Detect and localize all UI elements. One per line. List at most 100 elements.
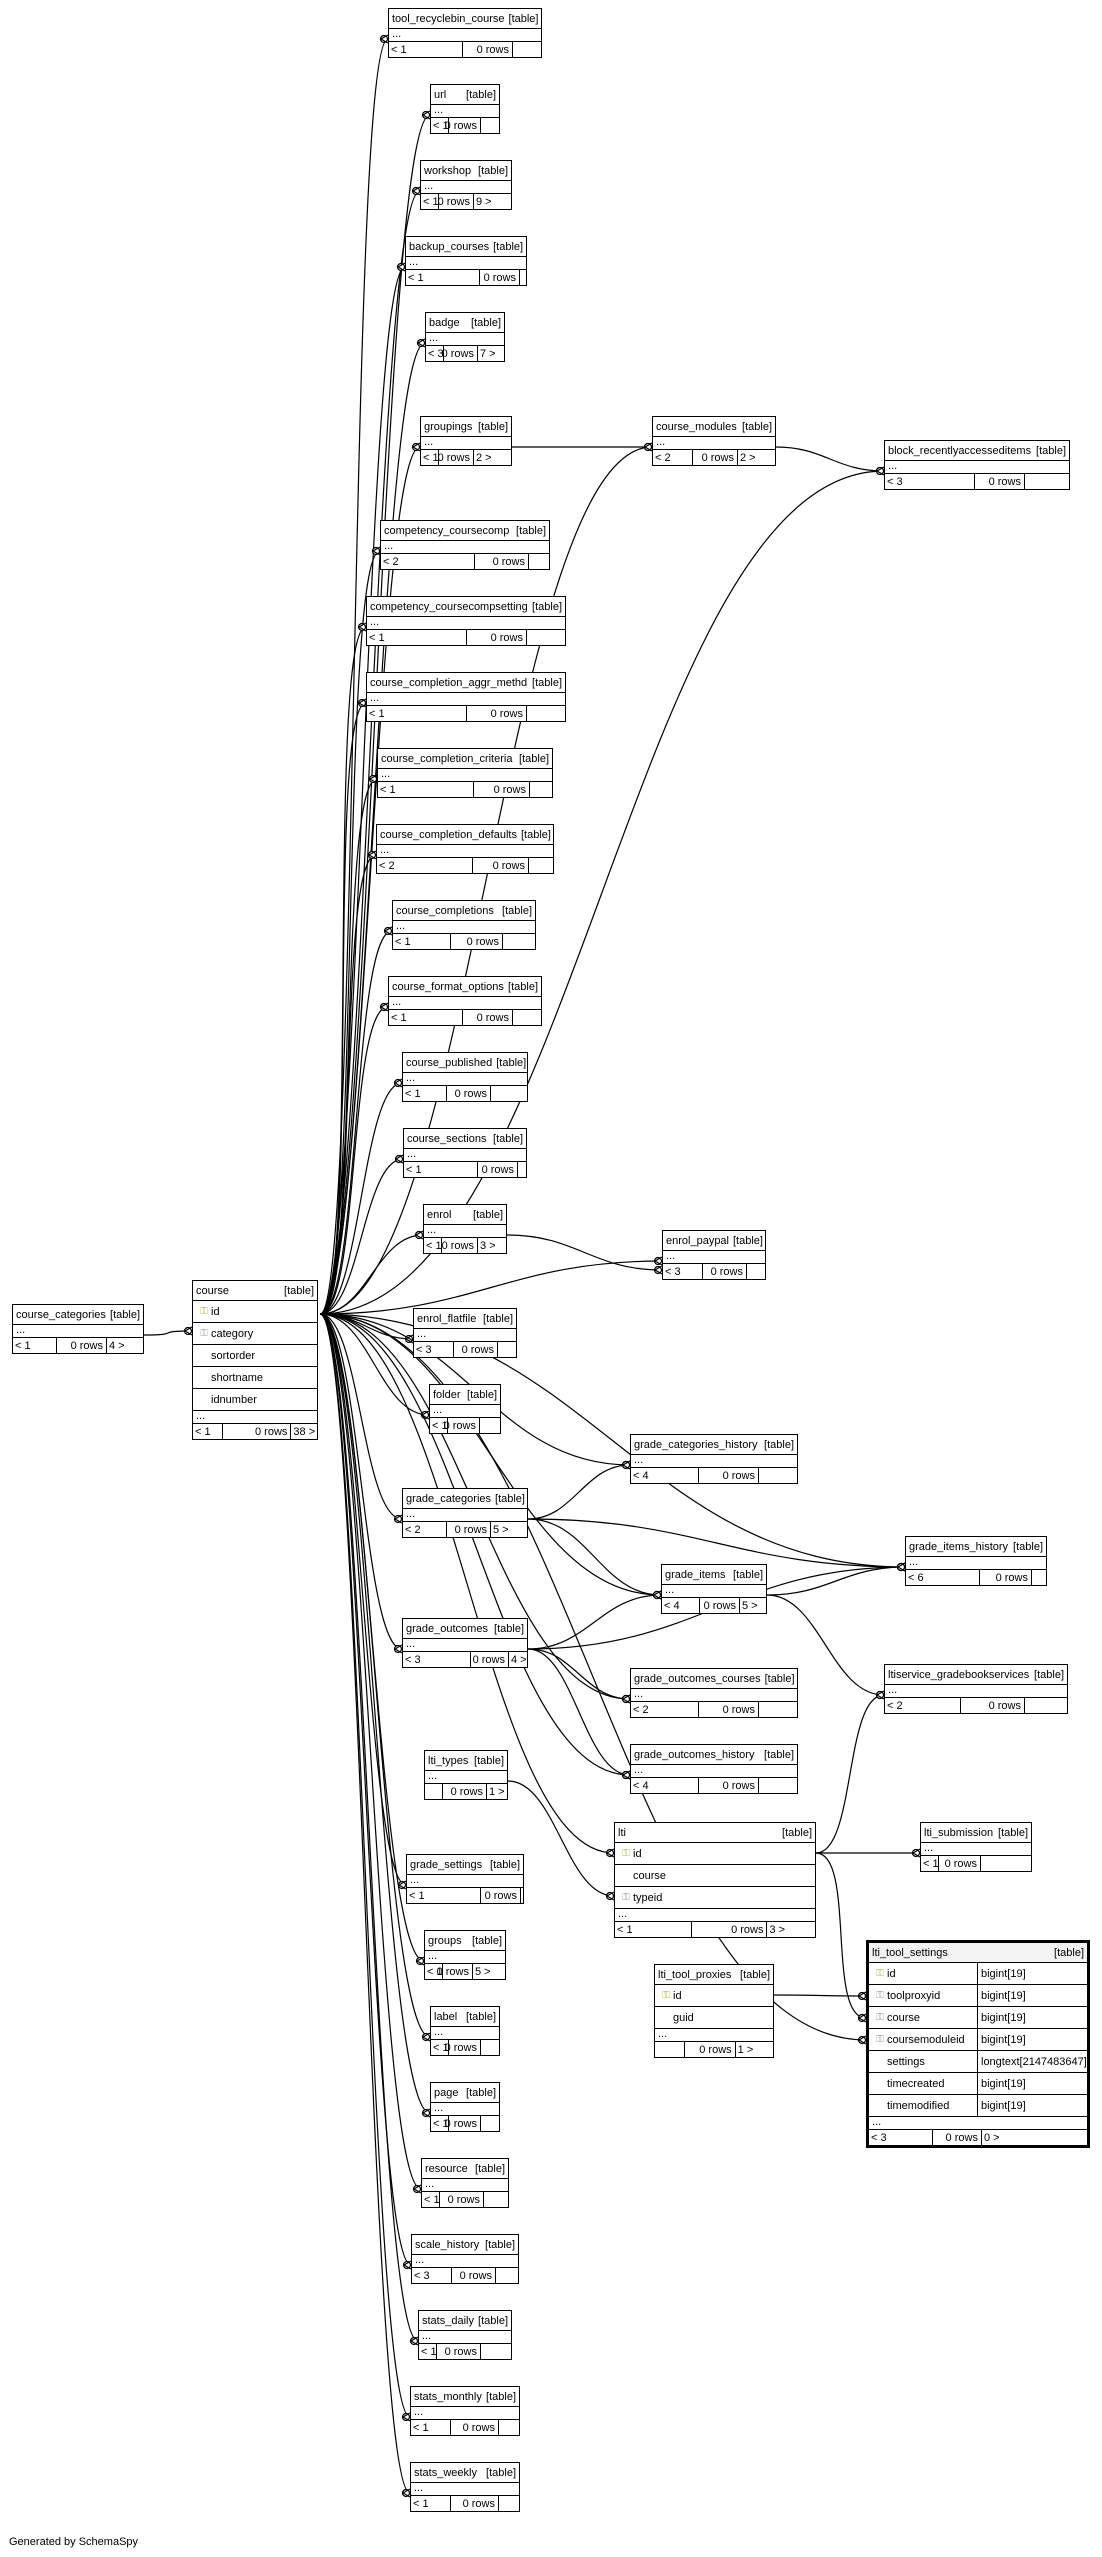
table-badge-ellipsis: ... <box>426 333 504 346</box>
table-grade-outcomes-history-parent-count: < 4 <box>631 1778 699 1793</box>
table-scale-history-ellipsis: ... <box>412 2255 518 2268</box>
table-lti-column-course[interactable]: course <box>615 1865 815 1887</box>
table-enrol-flatfile-ellipsis: ... <box>414 1329 516 1342</box>
table-course-column-idnumber[interactable]: idnumber <box>193 1389 317 1411</box>
table-lti-tool-settings-name: lti_tool_settings <box>872 1946 948 1959</box>
table-course-completion-aggr-methd[interactable]: course_completion_aggr_methd[table]...< … <box>366 672 566 722</box>
table-lti-column-typeid[interactable]: ⚿typeid <box>615 1887 815 1909</box>
table-course-column-category[interactable]: ⚿category <box>193 1323 317 1345</box>
relationship-line <box>421 2108 431 2118</box>
table-grade-items-history-type-tag: [table] <box>1013 1540 1043 1553</box>
relationship-line <box>143 1330 193 1336</box>
table-course-column-sortorder[interactable]: sortorder <box>193 1345 317 1367</box>
table-course-sections-row-count: 0 rows <box>478 1162 518 1177</box>
relationship-line <box>383 926 393 936</box>
relationship-line <box>319 1082 403 1315</box>
table-competency-coursecompsetting[interactable]: competency_coursecompsetting[table]...< … <box>366 596 566 646</box>
table-course-format-options-header: course_format_options[table] <box>389 977 541 997</box>
table-ltiservice-gradebookservices[interactable]: ltiservice_gradebookservices[table]...< … <box>884 1664 1068 1714</box>
table-course-completion-aggr-methd-type-tag: [table] <box>532 676 562 689</box>
relationship-line <box>319 1313 431 2114</box>
table-block-recentlyaccesseditems-header: block_recentlyaccesseditems[table] <box>885 441 1069 461</box>
table-lti-column-id[interactable]: ⚿id <box>615 1843 815 1865</box>
relationship-line <box>507 1780 615 1897</box>
relationship-line <box>319 1260 663 1315</box>
table-course-sections-parent-count: < 1 <box>404 1162 478 1177</box>
relationship-line <box>319 1234 424 1315</box>
table-block-recentlyaccesseditems[interactable]: block_recentlyaccesseditems[table]...< 3… <box>884 440 1070 490</box>
table-course-completion-criteria-row-count: 0 rows <box>474 782 530 797</box>
table-competency-coursecompsetting-type-tag: [table] <box>532 600 562 613</box>
table-course-completion-defaults-ellipsis: ... <box>377 845 553 858</box>
table-course-column-id[interactable]: ⚿id <box>193 1301 317 1323</box>
table-course-column-label: sortorder <box>211 1349 256 1362</box>
table-course-completions-parent-count: < 1 <box>393 934 451 949</box>
relationship-line <box>773 1994 867 1997</box>
table-grade-outcomes-history-name: grade_outcomes_history <box>634 1748 755 1761</box>
table-grade-categories-child-count: 5 > <box>493 1523 509 1536</box>
table-lti-tool-proxies-column-id[interactable]: ⚿id <box>655 1985 773 2007</box>
table-lti-tool-proxies-column-guid[interactable]: guid <box>655 2007 773 2029</box>
table-course-completions-type-tag: [table] <box>502 904 532 917</box>
relationship-line <box>393 1644 403 1654</box>
table-url-header: url[table] <box>431 85 499 105</box>
table-course-parent-count: < 1 <box>193 1424 223 1439</box>
table-course-column-shortname[interactable]: shortname <box>193 1367 317 1389</box>
